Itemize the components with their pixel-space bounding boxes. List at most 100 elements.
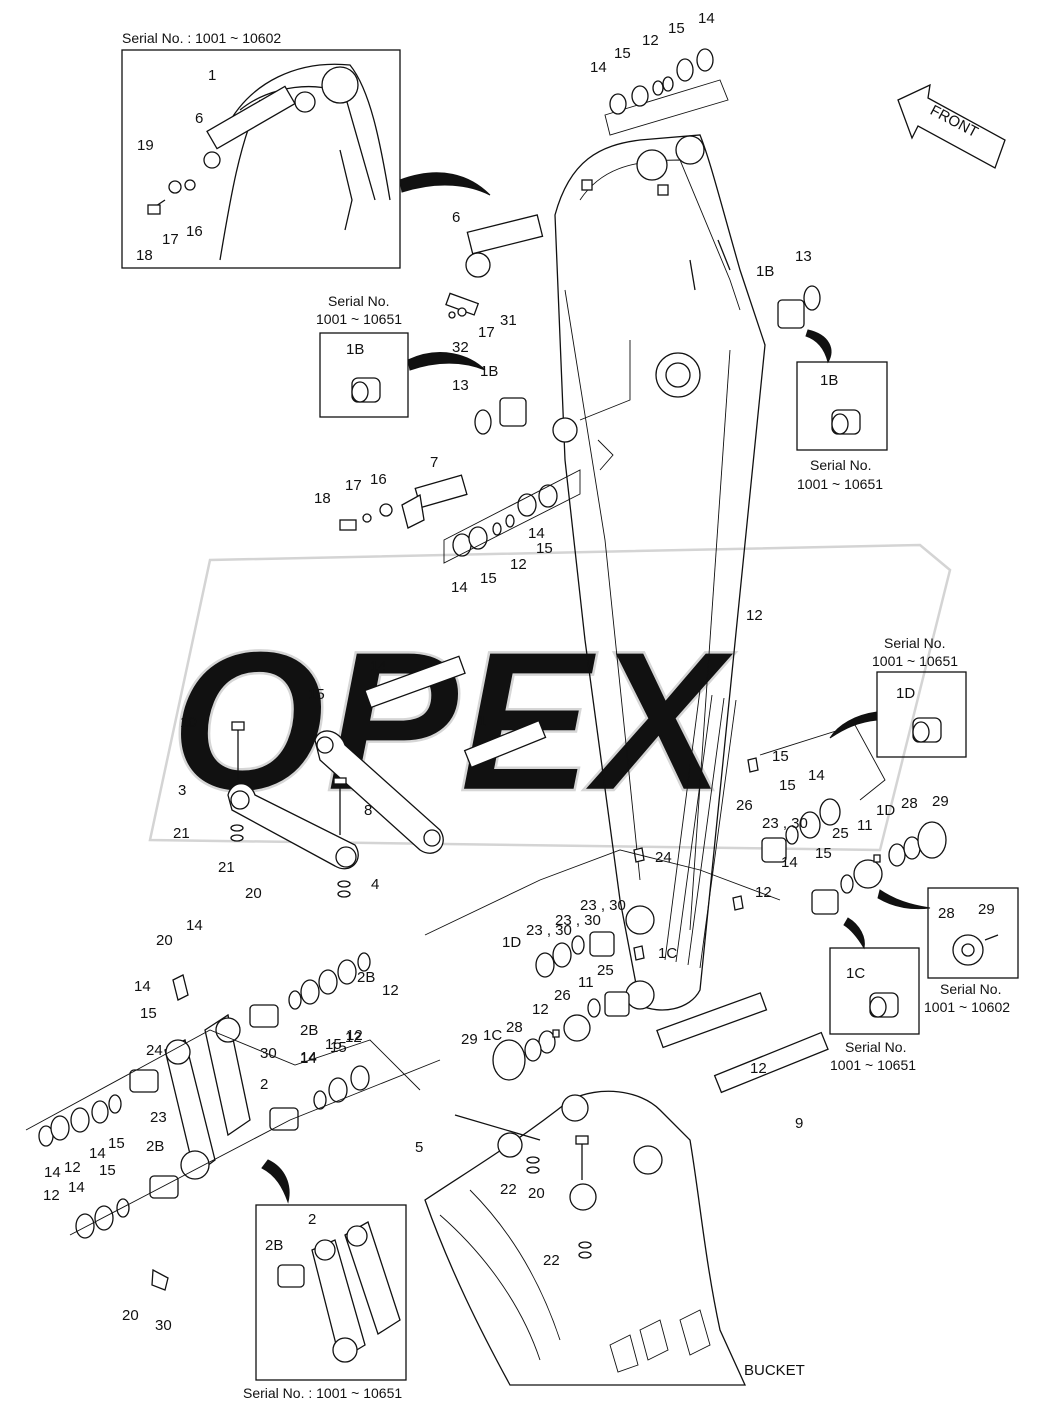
callout-label: 1B: [480, 363, 498, 380]
inset-1b-right-serial-1: Serial No.: [810, 457, 871, 473]
inset-1b-right-serial-2: 1001 ~ 10651: [797, 476, 883, 492]
callout-label: 15: [140, 1005, 157, 1022]
callout-label: 5: [415, 1139, 423, 1156]
callout-label: 9: [795, 1115, 803, 1132]
inset-1b-right: 1B Serial No. 1001 ~ 10651: [796, 329, 888, 492]
callout-label: 25: [597, 962, 614, 979]
callout-label: 12: [532, 1001, 549, 1018]
callout-label: 15: [480, 570, 497, 587]
inset-1c-serial-1: Serial No.: [845, 1039, 906, 1055]
link-2: [25, 952, 441, 1291]
callout-label: 2B: [146, 1138, 164, 1155]
inset-tl-label-17: 17: [162, 231, 179, 248]
inset-1b-left-label: 1B: [346, 341, 364, 358]
inset-tl-label-1: 1: [208, 67, 216, 84]
callout-label: 22: [500, 1181, 517, 1198]
inset-1c-serial-2: 1001 ~ 10651: [830, 1057, 916, 1073]
callout-label: 29: [461, 1031, 478, 1048]
inset-1c-label: 1C: [846, 965, 865, 982]
inset-1d-label: 1D: [896, 685, 915, 702]
callout-label: 15: [779, 777, 796, 794]
callout-label: 30: [260, 1045, 277, 1062]
watermark-text: OPEX: [170, 610, 736, 833]
bushing-1b-13-right: [777, 285, 821, 329]
callout-label: 14: [590, 59, 607, 76]
callout-label: 11: [578, 974, 594, 991]
inset-1b-left-serial-2: 1001 ~ 10651: [316, 311, 402, 327]
callout-label: 31: [500, 312, 517, 329]
callout-label: 1B: [756, 263, 774, 280]
pin-6-assembly: [445, 214, 544, 319]
callout-label: 12: [510, 556, 527, 573]
inset-28-29-serial-2: 1001 ~ 10602: [924, 999, 1010, 1015]
callout-label: 2B: [357, 969, 375, 986]
callout-label: 14: [89, 1145, 106, 1162]
callout-label: 14: [528, 525, 545, 542]
inset-1d-serial-1: Serial No.: [884, 635, 945, 651]
callout-label: 24: [655, 849, 672, 866]
callout-label: 12: [746, 607, 763, 624]
callout-label: 15: [308, 686, 325, 703]
inset-link-2: 2 2B Serial No. : 1001 ~ 10651: [243, 1159, 407, 1401]
inset-link2-serial: Serial No. : 1001 ~ 10651: [243, 1385, 402, 1401]
callout-label: 14: [451, 579, 468, 596]
callout-label: 14: [300, 1049, 317, 1066]
callout-label: 1: [478, 713, 486, 730]
callout-label: 14: [44, 1164, 61, 1181]
callout-label: 13: [452, 377, 469, 394]
callout-label: 14: [134, 978, 151, 995]
callout-label: 14: [186, 917, 203, 934]
callout-label: 12: [345, 1029, 362, 1046]
link-4: [227, 721, 359, 898]
callout-label: 23: [150, 1109, 167, 1126]
callout-label: 15: [668, 20, 685, 37]
callout-label: 6: [452, 209, 460, 226]
callout-label: 18: [314, 490, 331, 507]
callout-label: 26: [554, 987, 571, 1004]
callout-label: 21: [218, 859, 235, 876]
callout-label: 22: [543, 1252, 560, 1269]
callout-label: 1C: [658, 945, 677, 962]
callout-label: 8: [364, 802, 372, 819]
callout-label: 20: [122, 1307, 139, 1324]
callout-label: 20: [245, 885, 262, 902]
callout-label: 26: [736, 797, 753, 814]
callout-label: 24: [146, 1042, 163, 1059]
callout-label: 15: [330, 1039, 347, 1056]
callout-label: 15: [772, 748, 789, 765]
bucket-label: BUCKET: [744, 1362, 805, 1379]
callout-label: 17: [478, 324, 495, 341]
callout-label: 17: [345, 477, 362, 494]
inset-tl-label-16: 16: [186, 223, 203, 240]
callout-label: 32: [452, 339, 469, 356]
pin-7-assembly: [339, 469, 581, 564]
inset-1b-left: Serial No. 1001 ~ 10651 1B: [316, 293, 486, 418]
inset-tl-label-18: 18: [136, 247, 153, 264]
callout-label: 1D: [876, 802, 895, 819]
bucket: [424, 1090, 747, 1386]
callout-label: 14: [68, 1179, 85, 1196]
callout-label: 14: [698, 10, 715, 27]
callout-label: 14: [781, 854, 798, 871]
inset-tl-label-19: 19: [137, 137, 154, 154]
callout-label: 20: [156, 932, 173, 949]
inset-serial: Serial No. : 1001 ~ 10602: [122, 30, 281, 46]
callout-label: 23 , 30: [526, 922, 572, 939]
pins-long: [364, 655, 829, 1094]
bushing-1b-13-center: [474, 397, 527, 435]
callout-labels: 141512151463117321B131B13716171814151214…: [43, 10, 949, 1334]
callout-label: 28: [901, 795, 918, 812]
callout-label: 11: [857, 817, 873, 834]
callout-label: 15: [614, 45, 631, 62]
inset-top-left: Serial No. : 1001 ~ 10602 1 6 19 18 17 1…: [121, 30, 491, 269]
callout-label: 12: [642, 32, 659, 49]
bushings-lower: [424, 724, 947, 1081]
callout-label: 1D: [502, 934, 521, 951]
inset-1d-serial-2: 1001 ~ 10651: [872, 653, 958, 669]
callout-label: 13: [795, 248, 812, 265]
callout-label: 28: [506, 1019, 523, 1036]
inset-link2-label-2b: 2B: [265, 1237, 283, 1254]
callout-label: 29: [932, 793, 949, 810]
washers-top: [609, 48, 714, 115]
